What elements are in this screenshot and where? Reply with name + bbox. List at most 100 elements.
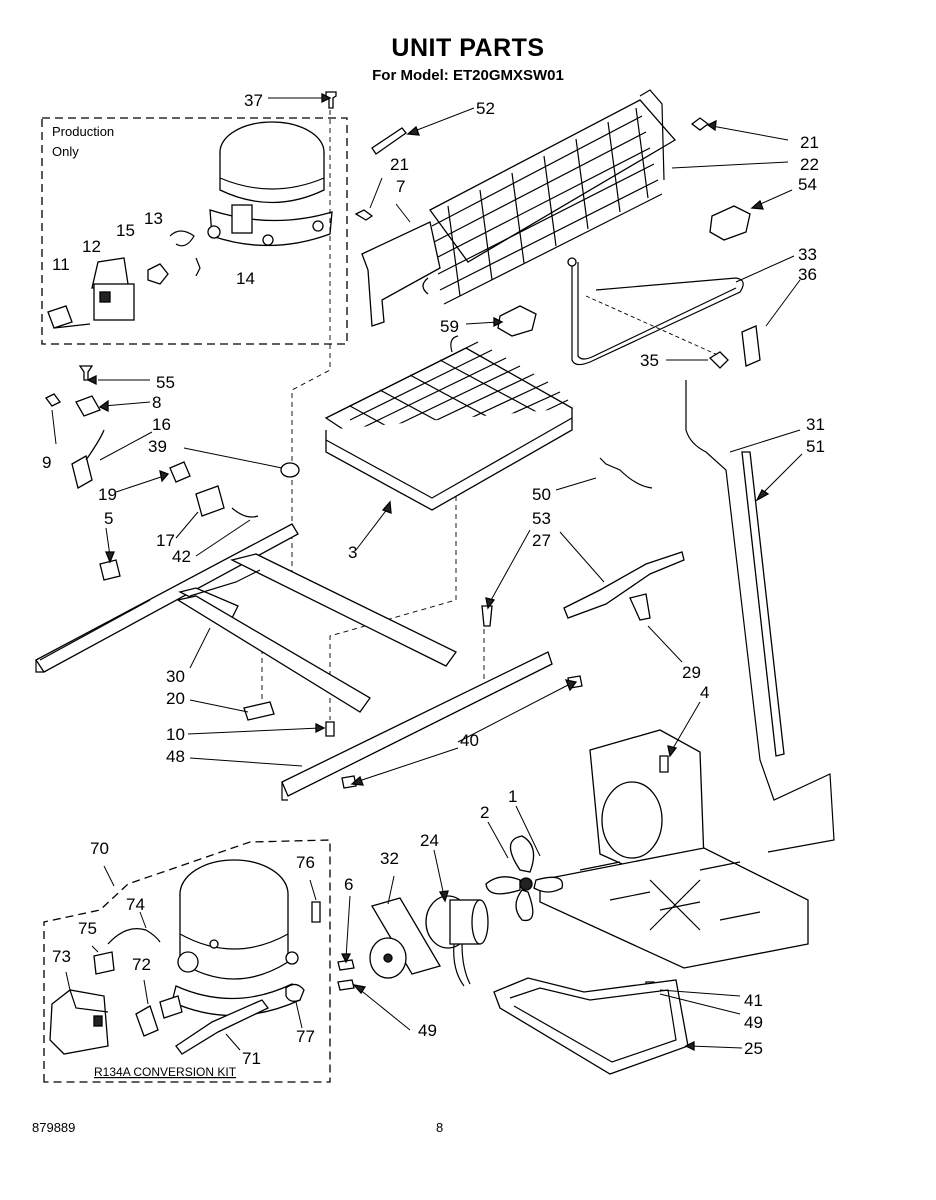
production-label-line1: Production <box>52 124 114 139</box>
callout-9: 9 <box>42 453 51 472</box>
harness-16-drawing <box>71 429 105 489</box>
callout-52: 52 <box>476 99 495 118</box>
callout-1: 1 <box>508 787 517 806</box>
part-76-drawing <box>311 901 321 923</box>
fan-motor-drawing <box>425 895 489 987</box>
callout-24: 24 <box>420 831 439 850</box>
compressor-kit-drawing <box>171 859 301 1017</box>
drier-71-drawing <box>175 999 269 1055</box>
callout-10: 10 <box>166 725 185 744</box>
screw-49-left-drawing <box>337 979 355 991</box>
callout-73: 73 <box>52 947 71 966</box>
insulator-54-drawing <box>709 205 751 241</box>
thermostat-35-drawing <box>708 351 729 369</box>
part-17-drawing <box>195 485 225 517</box>
part-42-drawing <box>231 507 259 518</box>
callout-22: 22 <box>800 155 819 174</box>
screw-10-drawing <box>325 721 335 737</box>
callout-74: 74 <box>126 895 145 914</box>
callout-76: 76 <box>296 853 315 872</box>
callout-8: 8 <box>152 393 161 412</box>
callout-40: 40 <box>460 731 479 750</box>
bracket-7-drawing <box>361 221 441 327</box>
callout-71: 71 <box>242 1049 261 1068</box>
page-number: 8 <box>436 1120 444 1135</box>
callout-75: 75 <box>78 919 97 938</box>
model-subtitle: For Model: ET20GMXSW01 <box>372 67 564 84</box>
part-72-drawing <box>135 995 183 1037</box>
conversion-kit-label: R134A CONVERSION KIT <box>94 1065 237 1079</box>
callout-27: 27 <box>532 531 551 550</box>
callout-11: 11 <box>52 255 70 274</box>
callout-6: 6 <box>344 875 353 894</box>
callout-7: 7 <box>396 177 405 196</box>
compressor-production-drawing <box>207 121 333 247</box>
screw-55-drawing <box>78 365 94 381</box>
fan-shroud-drawing <box>369 937 407 979</box>
clip-20-drawing <box>243 701 275 721</box>
callout-42: 42 <box>172 547 191 566</box>
screw-21-right-drawing <box>690 117 710 131</box>
callout-17: 17 <box>156 531 175 550</box>
relay-drawing <box>91 257 135 321</box>
base-assembly-drawing <box>539 729 809 969</box>
callout-numbers: 37 52 21 22 54 33 36 35 31 51 21 7 59 13… <box>42 91 825 1068</box>
leader-lines <box>51 92 803 1052</box>
part-19-drawing <box>169 461 191 483</box>
callout-55: 55 <box>156 373 175 392</box>
screw-40b-drawing <box>341 775 357 789</box>
screw-37-drawing <box>325 91 337 109</box>
condenser-coil-drawing <box>422 89 677 305</box>
callout-20: 20 <box>166 689 185 708</box>
screw-53-drawing <box>481 605 493 627</box>
callout-21-left: 21 <box>390 155 409 174</box>
callout-29: 29 <box>682 663 701 682</box>
callout-49-right: 49 <box>744 1013 763 1032</box>
callout-50: 50 <box>532 485 551 504</box>
callout-19: 19 <box>98 485 117 504</box>
part-74-drawing <box>107 928 161 945</box>
callout-54: 54 <box>798 175 817 194</box>
insulator-59-drawing <box>497 305 537 337</box>
callout-53: 53 <box>532 509 551 528</box>
callout-41: 41 <box>744 991 763 1010</box>
frame-rails-drawing <box>35 523 553 801</box>
callout-33: 33 <box>798 245 817 264</box>
callout-70: 70 <box>90 839 109 858</box>
callout-14: 14 <box>236 269 255 288</box>
callout-2: 2 <box>480 803 489 822</box>
grommet-77-drawing <box>285 983 305 1002</box>
screw-21-left-drawing <box>354 209 374 221</box>
grommet-39-drawing <box>280 462 300 478</box>
fan-blade-drawing <box>485 835 564 922</box>
callout-31: 31 <box>806 415 825 434</box>
callout-32: 32 <box>380 849 399 868</box>
evaporator-coil-drawing <box>324 335 574 511</box>
callout-4: 4 <box>700 683 709 702</box>
callout-5: 5 <box>104 509 113 528</box>
line-50-drawing <box>599 457 653 489</box>
callout-30: 30 <box>166 667 185 686</box>
callout-59: 59 <box>440 317 459 336</box>
callout-3: 3 <box>348 543 357 562</box>
callout-16: 16 <box>152 415 171 434</box>
callout-72: 72 <box>132 955 151 974</box>
relay-73-drawing <box>49 989 109 1055</box>
clip-8-drawing <box>75 395 101 417</box>
callout-12: 12 <box>82 237 101 256</box>
callout-36: 36 <box>798 265 817 284</box>
callout-49-left: 49 <box>418 1021 437 1040</box>
heater-loop-drawing <box>567 257 744 366</box>
production-label-line2: Only <box>52 144 79 159</box>
callout-25: 25 <box>744 1039 763 1058</box>
drier-27-drawing <box>563 551 685 619</box>
callout-21-right: 21 <box>800 133 819 152</box>
callout-77: 77 <box>296 1027 315 1046</box>
tube-31-drawing <box>685 380 835 853</box>
callout-39: 39 <box>148 437 167 456</box>
callout-35: 35 <box>640 351 659 370</box>
callout-51: 51 <box>806 437 825 456</box>
drain-pan-inner <box>509 987 677 1063</box>
